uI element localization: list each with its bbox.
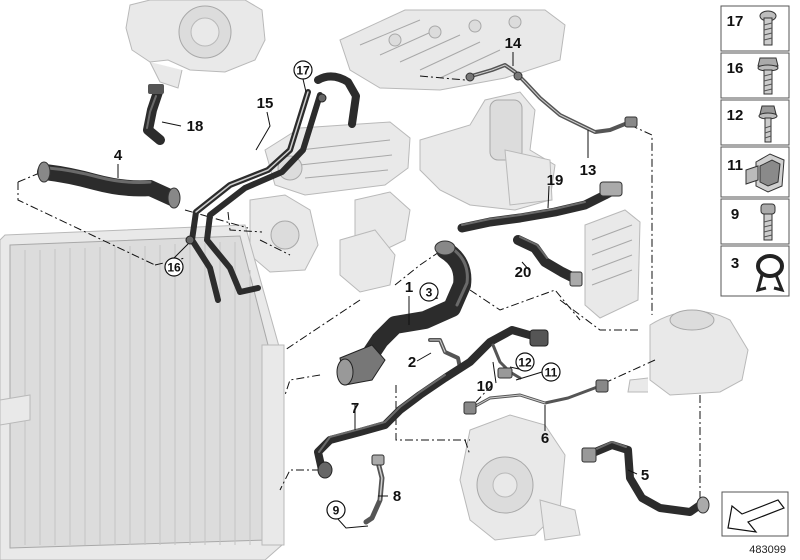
spring-clamp-icon — [755, 254, 785, 293]
callout-4: 4 — [114, 147, 123, 164]
svg-text:2: 2 — [408, 354, 416, 371]
hose-18 — [143, 84, 165, 145]
hose-1 — [336, 240, 472, 386]
svg-text:7: 7 — [351, 400, 359, 417]
svg-text:3: 3 — [731, 255, 739, 272]
hose-4 — [37, 161, 181, 209]
egr-valve-ghost — [249, 191, 411, 293]
pipe-8 — [363, 454, 385, 525]
hose-5 — [581, 441, 710, 516]
svg-text:18: 18 — [187, 118, 204, 135]
svg-text:19: 19 — [547, 172, 564, 189]
radiator-ghost — [0, 224, 285, 560]
svg-text:16: 16 — [727, 60, 744, 77]
legend-item-9: 9 — [731, 203, 776, 241]
legend-item-3: 3 — [731, 254, 785, 293]
callout-7: 7 — [351, 400, 359, 417]
egr-cooler-ghost — [264, 121, 411, 196]
pipe-14 — [465, 63, 638, 134]
svg-text:3: 3 — [426, 286, 433, 300]
callout-1: 1 — [405, 279, 413, 296]
pipe-2 — [428, 338, 462, 370]
svg-text:10: 10 — [477, 378, 494, 395]
svg-text:17: 17 — [296, 64, 310, 78]
callout-14: 14 — [505, 35, 522, 52]
bolt-torx-long-icon — [758, 105, 778, 143]
callout-2: 2 — [408, 354, 416, 371]
bolt-socket-head-icon — [760, 203, 776, 241]
water-pump-ghost — [459, 414, 581, 541]
turbocharger-ghost — [125, 0, 266, 89]
oil-cooler-ghost — [584, 209, 641, 319]
callout-11: 11 — [541, 362, 561, 382]
legend-item-17: 17 — [727, 10, 777, 46]
hose-19 — [457, 181, 623, 233]
svg-text:17: 17 — [727, 13, 744, 30]
pipe-6 — [463, 379, 609, 415]
view-direction-symbol — [721, 491, 789, 537]
leader-lines — [117, 52, 638, 529]
svg-text:14: 14 — [505, 35, 522, 52]
svg-text:16: 16 — [167, 261, 181, 275]
svg-text:8: 8 — [393, 488, 401, 505]
svg-text:11: 11 — [727, 157, 743, 174]
pipe-15 — [189, 72, 360, 303]
svg-text:9: 9 — [731, 206, 739, 223]
svg-text:6: 6 — [541, 430, 549, 447]
fastener-legend: 17 16 12 11 — [720, 5, 790, 297]
legend-item-16: 16 — [727, 57, 779, 95]
svg-text:9: 9 — [333, 504, 340, 518]
callout-3: 3 — [419, 282, 439, 302]
legend-item-12: 12 — [727, 105, 778, 143]
svg-text:11: 11 — [545, 366, 558, 380]
pipe-10 — [491, 343, 522, 380]
oil-filter-housing-ghost — [419, 91, 556, 211]
legend-item-11: 11 — [727, 153, 785, 193]
svg-text:13: 13 — [580, 162, 597, 179]
callout-19: 19 — [547, 172, 564, 189]
svg-text:12: 12 — [727, 107, 744, 124]
hose-20 — [513, 235, 583, 287]
callout-6: 6 — [541, 430, 549, 447]
callout-5: 5 — [641, 467, 649, 484]
reference-number: 483099 — [749, 544, 786, 556]
callout-15: 15 — [257, 95, 274, 112]
callout-18: 18 — [187, 118, 204, 135]
callout-8: 8 — [393, 488, 401, 505]
callout-12: 12 — [515, 352, 535, 372]
bolt-16-part — [185, 235, 195, 245]
callout-10: 10 — [477, 378, 494, 395]
callout-17: 17 — [293, 60, 313, 80]
svg-text:1: 1 — [405, 279, 413, 296]
svg-text:4: 4 — [114, 147, 123, 164]
expansion-tank-ghost — [627, 309, 749, 396]
svg-text:20: 20 — [515, 264, 532, 281]
callout-9: 9 — [326, 500, 346, 520]
svg-text:12: 12 — [518, 356, 532, 370]
svg-text:15: 15 — [257, 95, 274, 112]
callout-13: 13 — [580, 162, 597, 179]
bolt-hex-head-icon — [759, 10, 777, 46]
callout-16: 16 — [164, 257, 184, 277]
cylinder-head-ghost — [339, 9, 566, 91]
callout-20: 20 — [515, 264, 532, 281]
svg-text:5: 5 — [641, 467, 649, 484]
hose-7 — [314, 326, 549, 479]
bolt-hex-flange-icon — [757, 57, 779, 95]
arrow-icon — [727, 499, 785, 533]
hose-clip-icon — [745, 153, 785, 193]
